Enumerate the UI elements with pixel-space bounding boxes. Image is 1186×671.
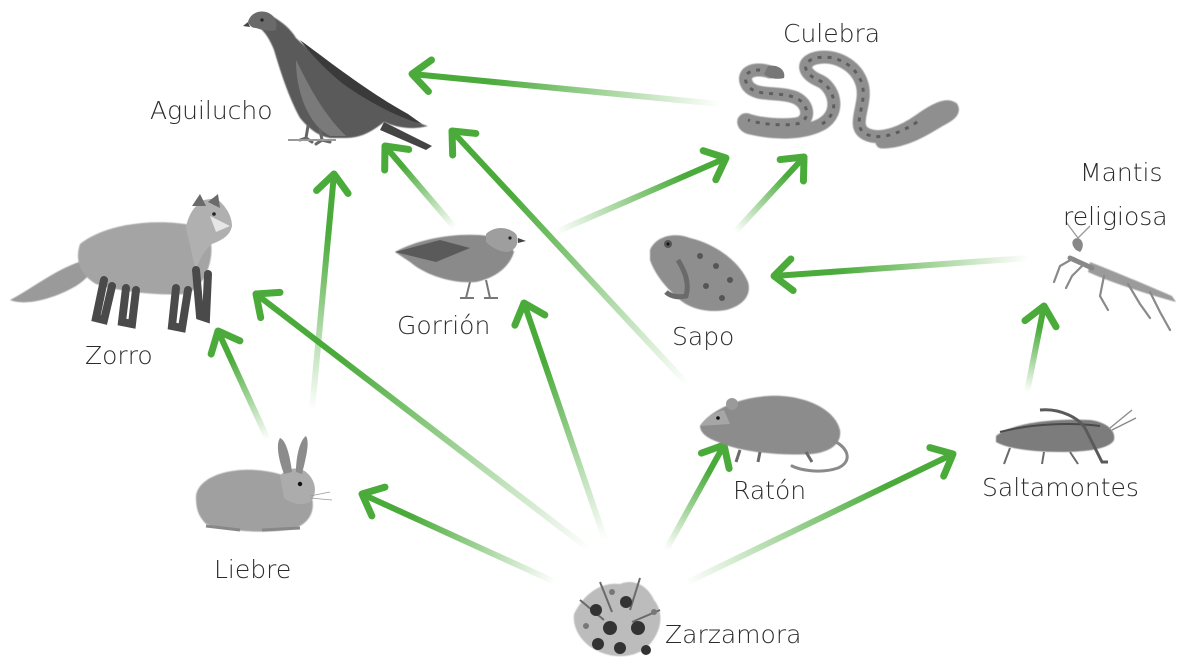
sparrow-illustration <box>395 228 526 298</box>
label-culebra: Culebra <box>783 19 880 48</box>
label-zarzamora: Zarzamora <box>665 620 801 649</box>
label-saltamontes: Saltamontes <box>982 473 1139 502</box>
arrow-liebre-to-aguilucho <box>312 174 348 410</box>
toad-illustration <box>650 235 749 311</box>
label-raton: Ratón <box>733 476 806 505</box>
mantis-illustration <box>1054 222 1176 330</box>
arrow-zarzamora-to-raton <box>666 445 729 550</box>
label-gorrion: Gorrión <box>397 311 490 340</box>
label-zorro: Zorro <box>85 341 153 370</box>
snake-illustration <box>744 57 953 142</box>
hare-illustration <box>196 436 332 532</box>
arrow-liebre-to-zorro <box>211 331 268 440</box>
eagle-illustration <box>243 11 432 150</box>
arrow-sapo-to-culebra <box>735 157 804 232</box>
arrow-gorrion-to-culebra <box>556 151 726 232</box>
label-mantis-line1: Mantis <box>1080 158 1163 187</box>
rat-illustration <box>700 396 847 471</box>
arrows-layer <box>211 60 1056 583</box>
arrow-gorrion-to-aguilucho <box>385 146 455 228</box>
label-aguilucho: Aguilucho <box>150 96 273 125</box>
arrow-culebra-to-aguilucho <box>412 60 720 104</box>
label-liebre: Liebre <box>214 555 291 584</box>
arrow-saltamontes-to-mantis-religiosa <box>1025 306 1056 392</box>
blackberry-illustration <box>574 578 661 656</box>
fox-illustration <box>10 194 232 328</box>
label-mantis-line2: religiosa <box>1063 202 1168 231</box>
label-sapo: Sapo <box>672 322 734 351</box>
arrow-mantis-religiosa-to-sapo <box>774 258 1028 291</box>
grasshopper-illustration <box>996 410 1136 464</box>
